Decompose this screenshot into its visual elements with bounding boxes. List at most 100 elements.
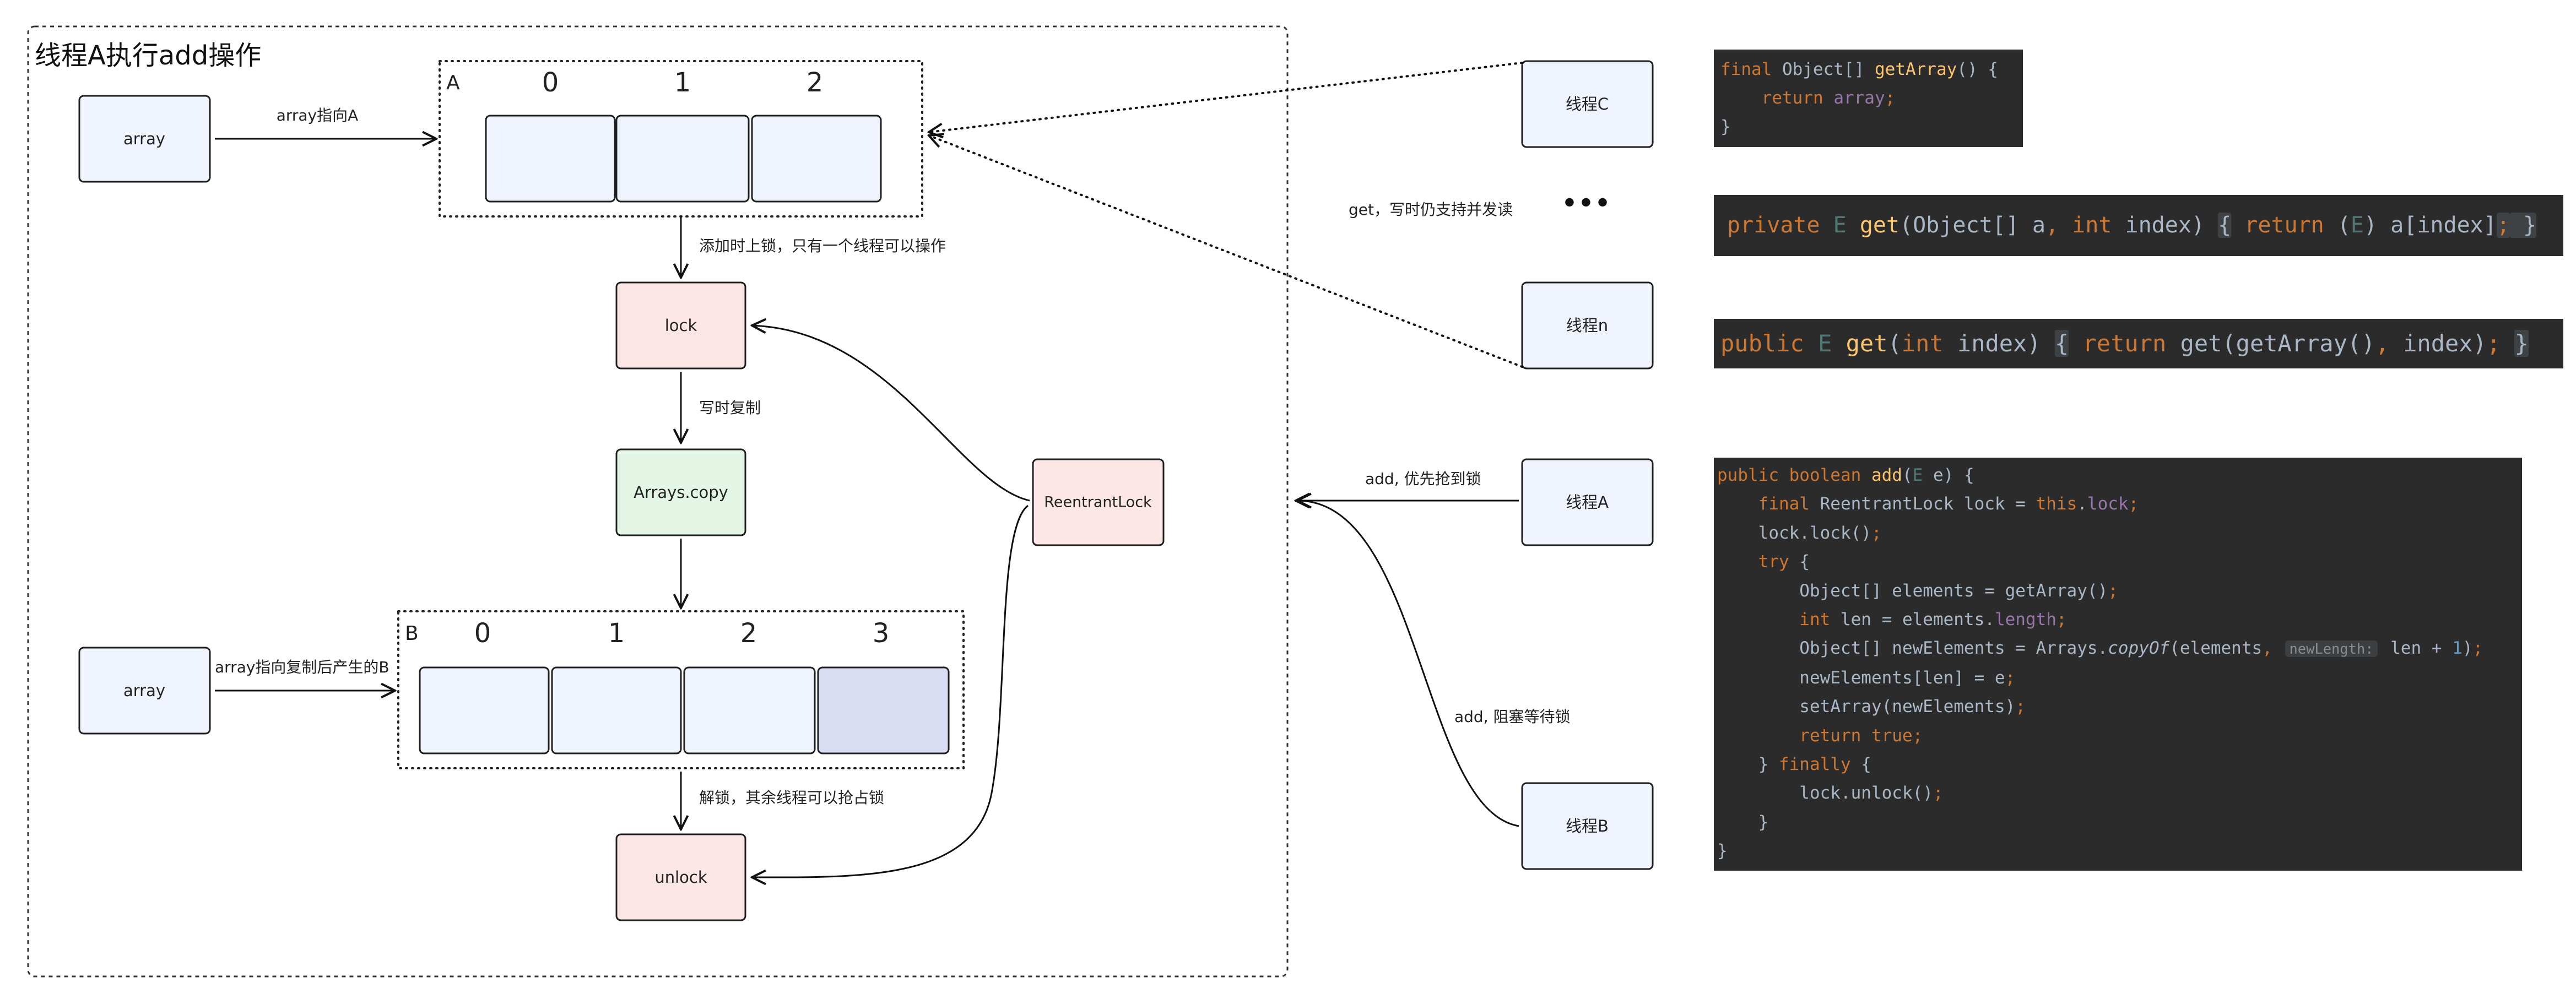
code-line: final Object[] getArray() { [1720, 55, 2016, 84]
code-param-hint: newLength: [2285, 640, 2378, 658]
lock-box: lock [615, 281, 746, 370]
code-line: } [1720, 112, 2016, 141]
code-token: , [2375, 330, 2404, 357]
code-token: finally [1778, 754, 1861, 775]
array-b-label: B [405, 622, 419, 645]
code-token: int [2072, 213, 2125, 238]
code-token: ; [2108, 580, 2118, 601]
code-line: } finally { [1717, 750, 2519, 779]
code-token: public boolean [1717, 465, 1871, 485]
code-token: index) [2403, 330, 2487, 357]
array-b-frame [397, 610, 965, 769]
thread-c-label: 线程C [1566, 95, 1609, 113]
code-token: 1 [2452, 638, 2463, 659]
code-token: , [2262, 638, 2283, 659]
code-token: E [2350, 213, 2364, 238]
code-token: } [1720, 117, 1731, 137]
code-token: lock.lock() [1717, 523, 1871, 543]
code-token: e) { [1923, 465, 1974, 485]
code-token [2501, 330, 2514, 357]
array-a-index: 2 [807, 67, 824, 98]
code-token: final [1720, 59, 1782, 79]
array-b-cell [683, 666, 816, 754]
code-token: ; [2056, 610, 2067, 630]
arrow-reentrant-to-lock [752, 325, 1030, 502]
array-a-cell [615, 115, 750, 203]
code-block-get-by-index: public E get(int index) { return get(get… [1714, 319, 2563, 368]
code-line: return true; [1717, 721, 2519, 750]
code-token: { [1799, 552, 1810, 572]
code-token: ; [1871, 523, 1882, 543]
code-token: int [1901, 330, 1957, 357]
code-token: ReentrantLock lock = [1820, 494, 2036, 514]
array-b-cell-new [817, 666, 950, 754]
thread-a-box: 线程A [1521, 458, 1654, 546]
array-a: A 0 1 2 [439, 60, 923, 218]
code-line: Object[] elements = getArray(); [1717, 577, 2519, 605]
code-token: return [2082, 330, 2180, 357]
code-token: lock.unlock() [1717, 783, 1933, 803]
code-line: lock.lock(); [1717, 519, 2519, 547]
code-token: getArray [1874, 59, 1957, 79]
thread-b-label: 线程B [1566, 817, 1609, 835]
code-token: . [2077, 494, 2087, 514]
code-token: , [2045, 213, 2072, 238]
edge-label-unlock: 解锁，其余线程可以抢占锁 [699, 789, 884, 807]
code-token: setArray(newElements) [1717, 697, 2016, 717]
array-a-label: A [446, 72, 460, 94]
code-token: index) [1957, 330, 2055, 357]
more-threads-ellipsis: ••• [1562, 189, 1611, 218]
thread-b-box: 线程B [1521, 782, 1654, 870]
thread-n-box: 线程n [1521, 281, 1654, 370]
code-token: ) [2462, 638, 2473, 659]
code-token: E [1833, 213, 1860, 238]
code-token: { [1861, 754, 1871, 775]
code-token: length [1994, 610, 2057, 630]
code-token: array [1833, 88, 1885, 108]
arrays-copy-box-label: Arrays.copy [634, 483, 728, 502]
code-token: Object[] elements = getArray() [1717, 580, 2108, 601]
code-token: len + [2380, 638, 2453, 659]
code-token: ; [2486, 330, 2501, 357]
code-line: Object[] newElements = Arrays.copyOf(ele… [1717, 634, 2519, 663]
code-token: len = elements. [1840, 610, 1995, 630]
arrow-reentrant-to-unlock [752, 504, 1029, 877]
add-operation-frame [27, 25, 1289, 978]
code-line: setArray(newElements); [1717, 692, 2519, 721]
array-a-index: 1 [674, 67, 691, 98]
code-token: ; [2496, 213, 2510, 238]
array-box-bottom-label: array [123, 681, 165, 700]
code-token: return true [1717, 725, 1913, 746]
code-line: lock.unlock(); [1717, 779, 2519, 807]
code-token: E [1818, 330, 1846, 357]
code-token: { [2054, 330, 2069, 357]
code-token: ( [2337, 213, 2351, 238]
code-token: (elements [2169, 638, 2263, 659]
code-token: try [1717, 552, 1800, 572]
code-token: lock [2087, 494, 2129, 514]
code-token: } [1717, 754, 1779, 775]
thread-c-box: 线程C [1521, 60, 1654, 148]
code-token: ; [2015, 697, 2026, 717]
edge-label-add-blocked: add, 阻塞等待锁 [1454, 708, 1571, 726]
arrow-thread-c-read [929, 62, 1523, 132]
code-token: ; [1885, 88, 1896, 108]
code-token: () { [1957, 59, 1998, 79]
code-token: index) [2125, 213, 2218, 238]
reentrant-lock-box-label: ReentrantLock [1044, 494, 1152, 511]
array-b-index: 2 [740, 618, 757, 649]
unlock-box: unlock [615, 833, 746, 921]
array-a-index: 0 [542, 67, 559, 98]
edge-label-concurrent-get: get，写时仍支持并发读 [1349, 200, 1513, 219]
diagram-title: 线程A执行add操作 [35, 40, 261, 71]
code-token: { [2218, 213, 2232, 238]
thread-a-label: 线程A [1566, 493, 1609, 512]
code-token: Object[] newElements = Arrays. [1717, 638, 2108, 659]
thread-n-label: 线程n [1566, 316, 1608, 335]
code-line: int len = elements.length; [1717, 605, 2519, 634]
arrays-copy-box: Arrays.copy [615, 448, 746, 536]
code-line: } [1717, 837, 2519, 865]
code-token: add [1871, 465, 1902, 485]
array-b-index: 3 [873, 618, 890, 649]
array-b-index: 1 [608, 618, 625, 649]
